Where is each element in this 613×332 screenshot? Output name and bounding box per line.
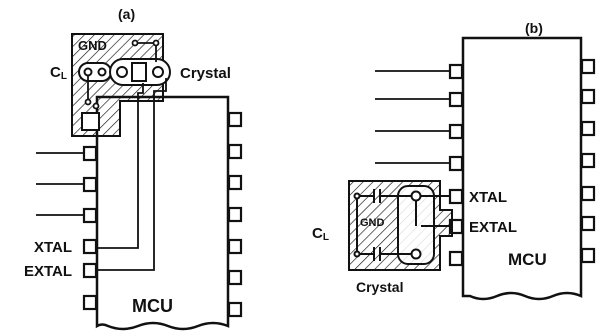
panel-b-input-lines (375, 70, 450, 164)
panel-b-gnd-label: GND (360, 217, 385, 229)
panel-a-xtal-label: XTAL (34, 239, 72, 256)
panel-b-components (353, 185, 450, 265)
panel-b: (b) (312, 20, 596, 301)
panel-a-mcu-label: MCU (132, 296, 173, 316)
panel-b-cap-label: CL (312, 225, 329, 243)
panel-a-traces (84, 39, 167, 271)
panel-b-extal-label: EXTAL (469, 219, 517, 236)
panel-b-crystal-label: Crystal (356, 279, 403, 295)
panel-a-extal-label: EXTAL (24, 263, 72, 280)
panel-a-right-pins (227, 111, 243, 318)
panel-a-cap-label: CL (50, 64, 67, 82)
panel-b-label: (b) (525, 20, 543, 36)
panel-b-mcu-label: MCU (508, 250, 547, 269)
panel-b-left-pins (448, 63, 464, 267)
panel-a-label: (a) (118, 6, 135, 22)
panel-a-mcu-body (95, 95, 230, 331)
panel-a-input-lines (36, 152, 84, 216)
panel-b-mcu-body (461, 36, 583, 301)
panel-a-crystal-label: Crystal (180, 65, 231, 82)
panel-b-xtal-label: XTAL (469, 189, 507, 206)
panel-b-right-pins (580, 58, 596, 264)
panel-a-components (78, 58, 171, 131)
panel-a-gnd-label: GND (78, 38, 107, 53)
panel-a-left-pins (82, 145, 98, 311)
panel-a: (a) (24, 6, 243, 331)
